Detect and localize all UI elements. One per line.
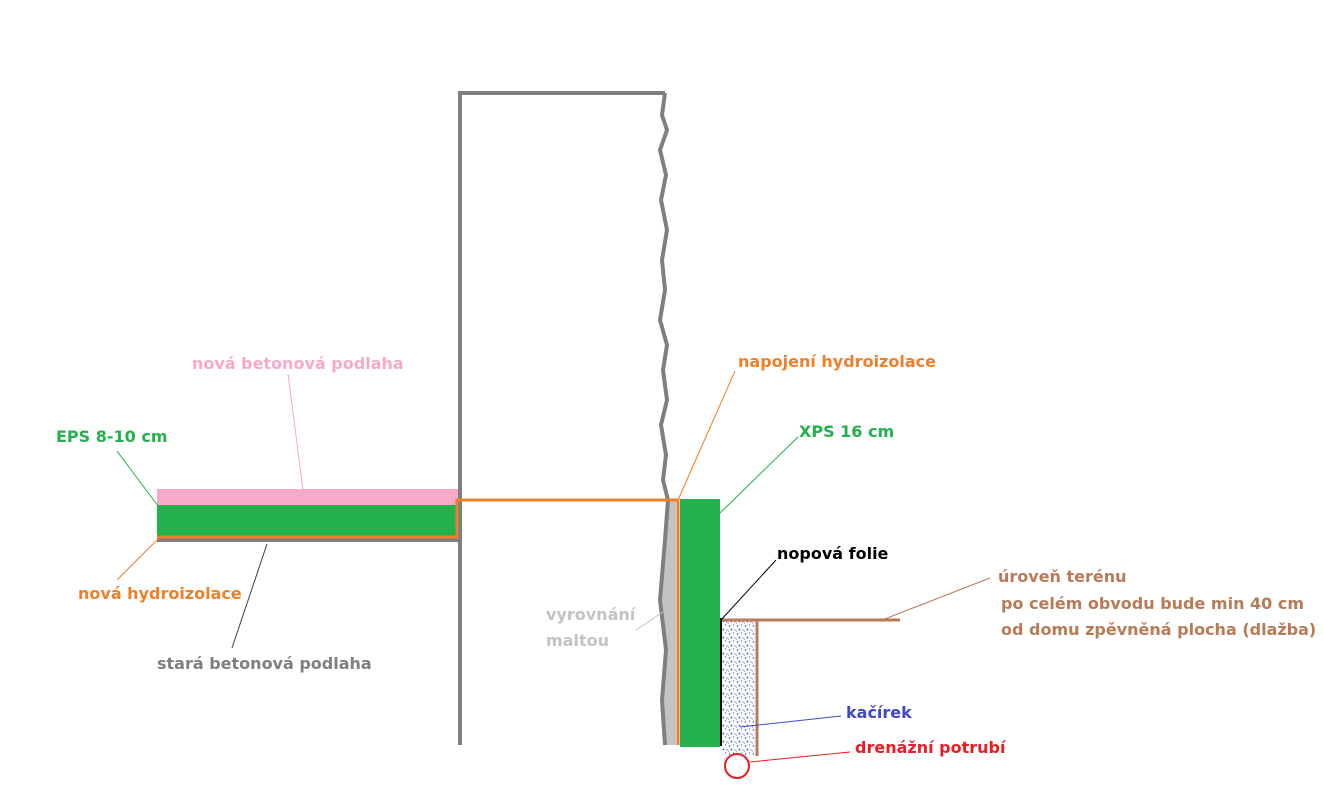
leader-mortar-leveling	[635, 611, 664, 631]
leader-new-concrete-floor	[287, 373, 304, 491]
wall-rough-edge	[658, 92, 670, 746]
label-new-concrete-floor: nová betonová podlaha	[192, 354, 404, 373]
label-ground-note-line1: po celém obvodu bude min 40 cm	[1001, 594, 1305, 613]
leader-dimple-membrane	[720, 559, 777, 621]
leader-gravel	[739, 715, 842, 728]
gravel-fill	[722, 620, 755, 756]
leader-old-concrete-floor	[231, 543, 268, 649]
xps-layer	[680, 499, 720, 747]
wall-outline	[458, 91, 665, 745]
label-waterproofing-connection: napojení hydroizolace	[738, 352, 936, 371]
label-mortar-leveling-line1: vyrovnání	[546, 605, 636, 624]
leader-xps	[717, 436, 799, 516]
label-xps: XPS 16 cm	[799, 422, 895, 441]
eps-layer	[157, 505, 458, 537]
label-dimple-membrane: nopová folie	[777, 544, 889, 563]
leader-eps	[116, 450, 159, 507]
drainage-pipe	[724, 753, 750, 779]
label-ground-level: úroveň terénu	[998, 567, 1127, 586]
label-eps: EPS 8-10 cm	[56, 427, 168, 446]
new-waterproofing-line	[157, 498, 680, 745]
label-drainage-pipe: drenážní potrubí	[855, 738, 1006, 757]
label-gravel: kačírek	[846, 703, 912, 722]
label-ground-note-line2: od domu zpěvněná plocha (dlažba)	[1001, 620, 1317, 639]
leader-new-waterproofing	[116, 538, 159, 581]
label-new-waterproofing: nová hydroizolace	[78, 584, 242, 603]
leader-ground-level	[881, 577, 991, 621]
leader-drainage-pipe	[749, 751, 851, 763]
label-mortar-leveling-line2: maltou	[546, 631, 609, 650]
new-concrete-floor-layer	[157, 489, 458, 505]
label-old-concrete-floor: stará betonová podlaha	[157, 654, 372, 673]
leader-waterproofing-connection	[677, 370, 736, 501]
